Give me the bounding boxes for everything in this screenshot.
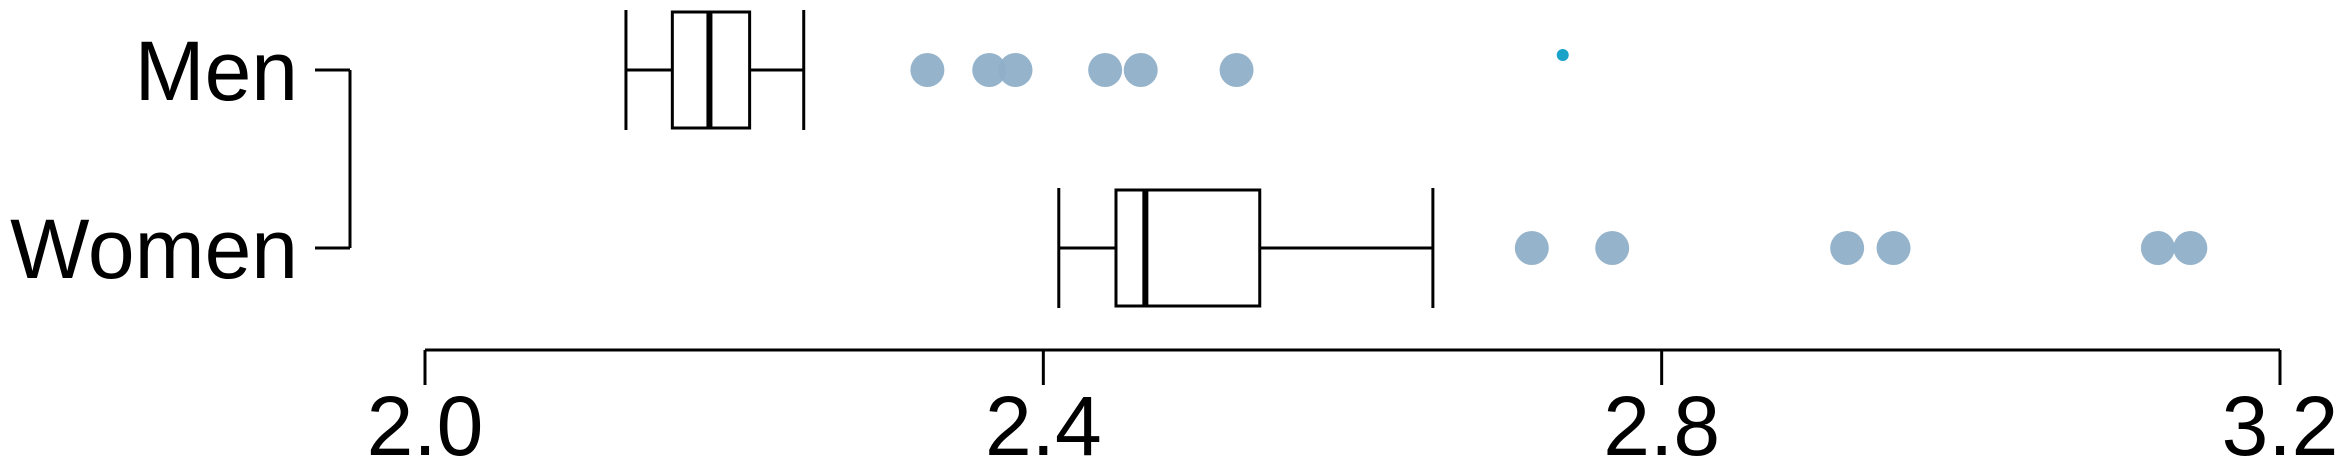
data-point bbox=[2173, 231, 2208, 265]
data-point bbox=[1123, 53, 1158, 87]
data-point bbox=[1595, 231, 1630, 265]
group-label-women: Women bbox=[10, 202, 298, 296]
box-group-women bbox=[1057, 188, 2208, 308]
x-tick-label: 3.2 bbox=[2222, 379, 2339, 471]
data-point bbox=[910, 53, 945, 87]
data-point bbox=[1514, 231, 1549, 265]
data-point bbox=[1876, 231, 1911, 265]
x-tick-label: 2.8 bbox=[1603, 379, 1720, 471]
data-point bbox=[2140, 231, 2175, 265]
highlight-point bbox=[1556, 49, 1569, 61]
x-tick-label: 2.0 bbox=[367, 379, 484, 471]
x-axis: 2.0 2.4 2.8 3.2 bbox=[367, 348, 2339, 471]
box-groups bbox=[624, 10, 2208, 308]
group-label-men: Men bbox=[135, 24, 298, 118]
data-point bbox=[998, 53, 1033, 87]
data-point bbox=[1219, 53, 1254, 87]
data-point bbox=[972, 53, 1007, 87]
x-tick-label: 2.4 bbox=[985, 379, 1102, 471]
iqr-box bbox=[1114, 188, 1262, 308]
data-point bbox=[1830, 231, 1865, 265]
box-group-men bbox=[624, 10, 1254, 130]
data-point bbox=[1088, 53, 1123, 87]
group-bracket bbox=[315, 68, 352, 250]
